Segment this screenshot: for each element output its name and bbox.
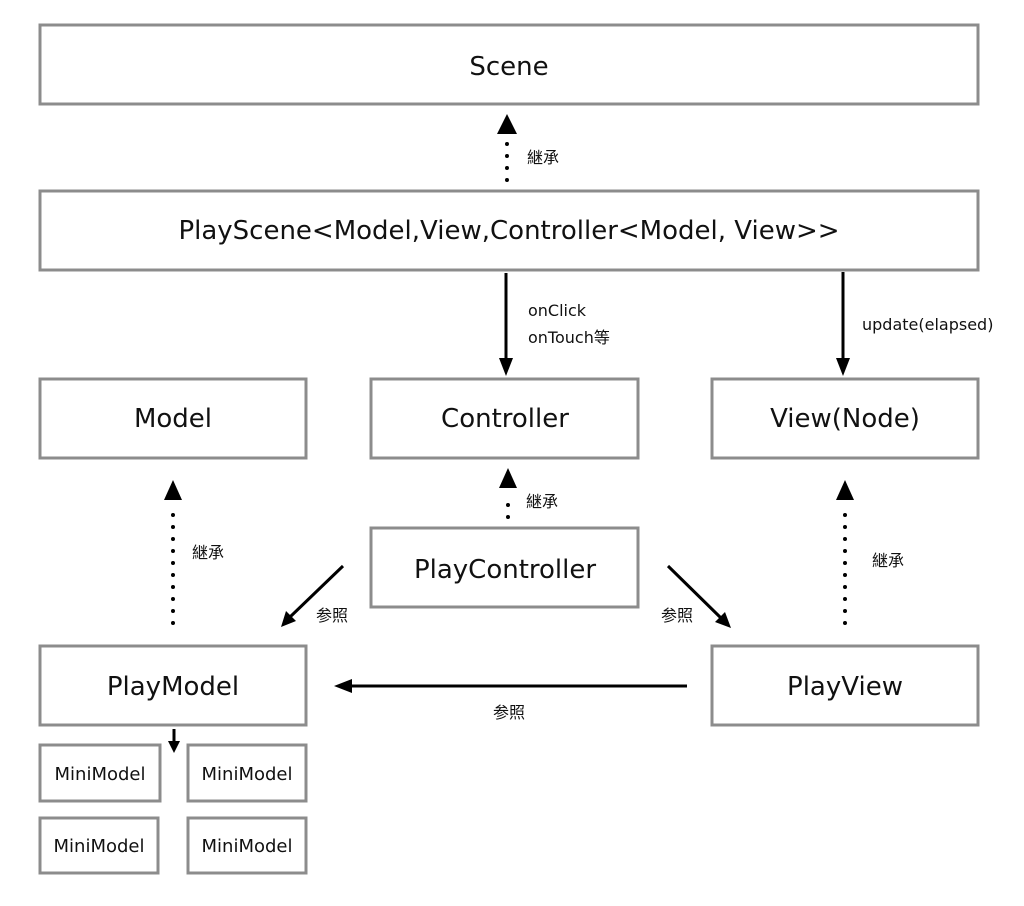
event-arrow-controller: onClick onTouch等 xyxy=(499,273,610,376)
scene-label: Scene xyxy=(469,52,548,82)
on-click-label: onClick xyxy=(528,301,587,320)
play-controller-label: PlayController xyxy=(414,555,596,585)
view-node: View(Node) xyxy=(710,377,980,460)
play-view-label: PlayView xyxy=(787,672,903,702)
model-node: Model xyxy=(38,377,308,460)
play-view-node: PlayView xyxy=(710,644,980,727)
mini-model-label: MiniModel xyxy=(55,764,146,785)
on-touch-label: onTouch等 xyxy=(528,328,610,347)
controller-node: Controller xyxy=(369,377,640,460)
ref-model-label: 参照 xyxy=(316,606,348,625)
inherit-model-label: 継承 xyxy=(192,543,224,562)
mini-model-label: MiniModel xyxy=(202,764,293,785)
play-model-label: PlayModel xyxy=(107,672,239,702)
update-arrow-view: update(elapsed) xyxy=(836,272,993,376)
play-scene-node: PlayScene<Model,View,Controller<Model, V… xyxy=(38,189,980,272)
mini-model-node: MiniModel xyxy=(38,743,162,803)
ref-arrow-view: 参照 xyxy=(661,564,731,628)
play-controller-node: PlayController xyxy=(369,526,640,609)
model-label: Model xyxy=(134,404,212,434)
composition-arrow-mini-models xyxy=(168,729,180,753)
mini-model-node: MiniModel xyxy=(186,743,308,803)
inherit-arrow-model: 継承 xyxy=(164,480,224,625)
mini-model-label: MiniModel xyxy=(54,836,145,857)
scene-node: Scene xyxy=(38,23,980,106)
mini-model-label: MiniModel xyxy=(202,836,293,857)
inherit-arrow-view: 継承 xyxy=(836,480,904,625)
inherit-controller-label: 継承 xyxy=(526,492,558,511)
view-node-label: View(Node) xyxy=(770,404,920,434)
mini-model-node: MiniModel xyxy=(186,816,308,875)
ref-view-model-label: 参照 xyxy=(493,703,525,722)
inherit-arrow-controller: 継承 xyxy=(499,468,558,519)
inherit-view-label: 継承 xyxy=(872,551,904,570)
play-scene-label: PlayScene<Model,View,Controller<Model, V… xyxy=(178,216,839,246)
mini-model-node: MiniModel xyxy=(38,816,160,875)
controller-label: Controller xyxy=(441,404,569,434)
ref-arrow-view-model: 参照 xyxy=(334,679,687,722)
update-label: update(elapsed) xyxy=(862,315,993,334)
ref-arrow-model: 参照 xyxy=(281,564,348,627)
ref-view-label: 参照 xyxy=(661,606,693,625)
inherit-arrow-scene: 継承 xyxy=(497,114,559,182)
inherit-scene-label: 継承 xyxy=(527,148,559,167)
play-model-node: PlayModel xyxy=(38,644,308,727)
